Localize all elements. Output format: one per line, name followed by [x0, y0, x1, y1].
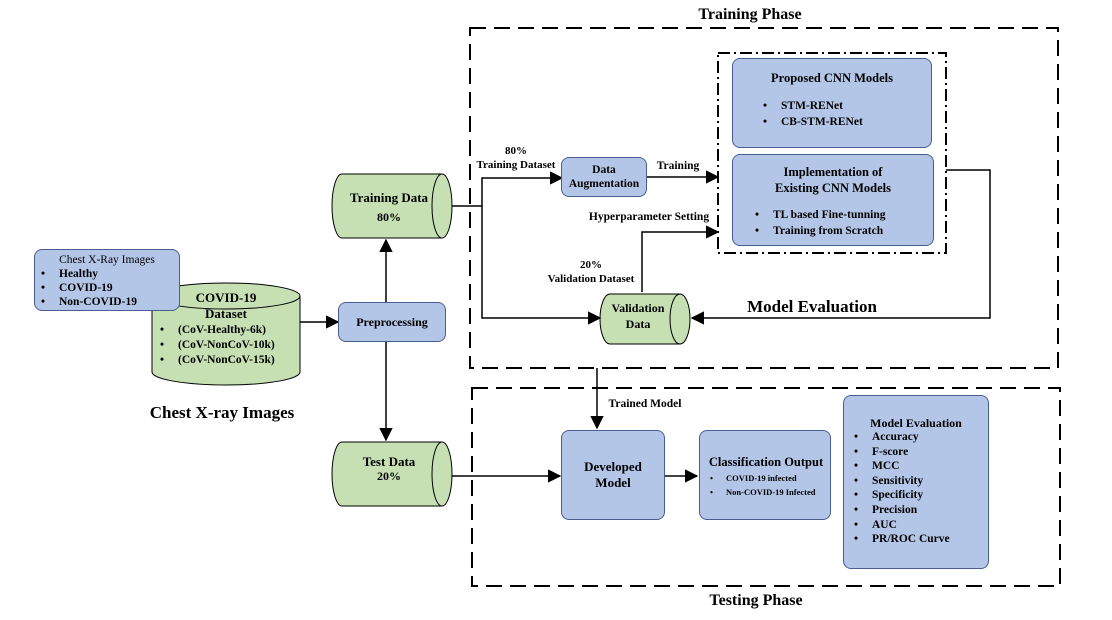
list-item: STM-RENet — [759, 98, 921, 114]
arrow-hyperparameter — [641, 225, 720, 292]
proposed-models-list: STM-RENet CB-STM-RENet — [759, 98, 921, 130]
models-frame — [717, 52, 947, 254]
training-split-label: Training Dataset — [476, 159, 556, 171]
dataset-title: COVID-19 — [195, 290, 257, 305]
list-item: TL based Fine-tunning — [751, 207, 925, 223]
classification-output-box: Classification Output COVID-19 infected … — [699, 430, 831, 520]
training-split-percent: 80% — [505, 145, 527, 157]
source-images-title: Chest X-Ray Images — [59, 254, 155, 266]
proposed-models-title: Proposed CNN Models — [771, 71, 893, 85]
model-evaluation-list: Accuracy F-score MCC Sensitivity Specifi… — [850, 430, 982, 547]
list-item: Non-COVID-19 Infected — [706, 485, 826, 499]
validation-data-line2: Data — [625, 317, 651, 331]
testing-phase-frame — [471, 387, 1061, 587]
list-item: Specificity — [850, 488, 982, 503]
data-augmentation-box: Data Augmentation — [561, 157, 647, 197]
training-label: Training — [656, 160, 700, 172]
list-item: PR/ROC Curve — [850, 532, 982, 547]
test-data-percent: 20% — [377, 469, 401, 483]
developed-model-box: Developed Model — [561, 430, 665, 520]
existing-models-title2: Existing CNN Models — [775, 181, 891, 195]
classification-output-title: Classification Output — [708, 455, 824, 469]
list-item: (CoV-Healthy-6k) — [156, 323, 275, 338]
classification-output-list: COVID-19 infected Non-COVID-19 Infected — [706, 471, 826, 499]
existing-models-list: TL based Fine-tunning Training from Scra… — [751, 207, 925, 239]
list-item: Training from Scratch — [751, 223, 925, 239]
list-item: (CoV-NonCoV-15k) — [156, 353, 275, 368]
list-item: Sensitivity — [850, 474, 982, 489]
training-data-percent: 80% — [377, 210, 401, 224]
existing-models-box: Implementation of Existing CNN Models TL… — [732, 154, 934, 246]
training-data-title: Training Data — [349, 190, 429, 205]
proposed-models-box: Proposed CNN Models STM-RENet CB-STM-REN… — [732, 58, 932, 148]
preprocessing-label: Preprocessing — [356, 314, 428, 329]
model-evaluation-title: Model Evaluation — [870, 416, 962, 430]
validation-split-label: Validation Dataset — [547, 273, 635, 285]
list-item: Accuracy — [850, 430, 982, 445]
testing-phase-label: Testing Phase — [709, 592, 803, 609]
existing-models-title1: Implementation of — [783, 165, 883, 179]
list-item: MCC — [850, 459, 982, 474]
source-images-box: Chest X-Ray Images Healthy COVID-19 Non-… — [34, 249, 180, 311]
developed-model-line2: Model — [595, 475, 631, 490]
dataset-list: (CoV-Healthy-6k) (CoV-NonCoV-10k) (CoV-N… — [156, 323, 275, 368]
model-evaluation-label: Model Evaluation — [747, 297, 877, 316]
hyperparameter-label: Hyperparameter Setting — [588, 211, 710, 223]
training-phase-frame — [469, 27, 1059, 369]
developed-model-line1: Developed — [584, 459, 642, 474]
training-data-cylinder — [331, 173, 453, 239]
trained-model-label: Trained Model — [608, 398, 682, 410]
data-augmentation-line1: Data — [592, 164, 616, 176]
list-item: Non-COVID-19 — [37, 295, 173, 309]
list-item: Healthy — [37, 267, 173, 281]
list-item: COVID-19 — [37, 281, 173, 295]
test-data-title: Test Data — [362, 454, 416, 469]
source-images-list: Healthy COVID-19 Non-COVID-19 — [37, 267, 173, 309]
arrow-model-evaluation — [690, 169, 991, 325]
list-item: CB-STM-RENet — [759, 114, 921, 130]
list-item: (CoV-NonCoV-10k) — [156, 338, 275, 353]
validation-data-line1: Validation — [611, 301, 665, 315]
training-phase-label: Training Phase — [698, 6, 802, 23]
list-item: Precision — [850, 503, 982, 518]
list-item: COVID-19 infected — [706, 471, 826, 485]
chest-xray-caption: Chest X-ray Images — [149, 403, 295, 422]
validation-split-percent: 20% — [580, 259, 602, 271]
preprocessing-box: Preprocessing — [338, 302, 446, 342]
list-item: AUC — [850, 518, 982, 533]
list-item: F-score — [850, 445, 982, 460]
data-augmentation-line2: Augmentation — [568, 178, 640, 190]
model-evaluation-box: Model Evaluation Accuracy F-score MCC Se… — [843, 395, 989, 569]
dataset-subtitle: Dataset — [205, 306, 247, 321]
